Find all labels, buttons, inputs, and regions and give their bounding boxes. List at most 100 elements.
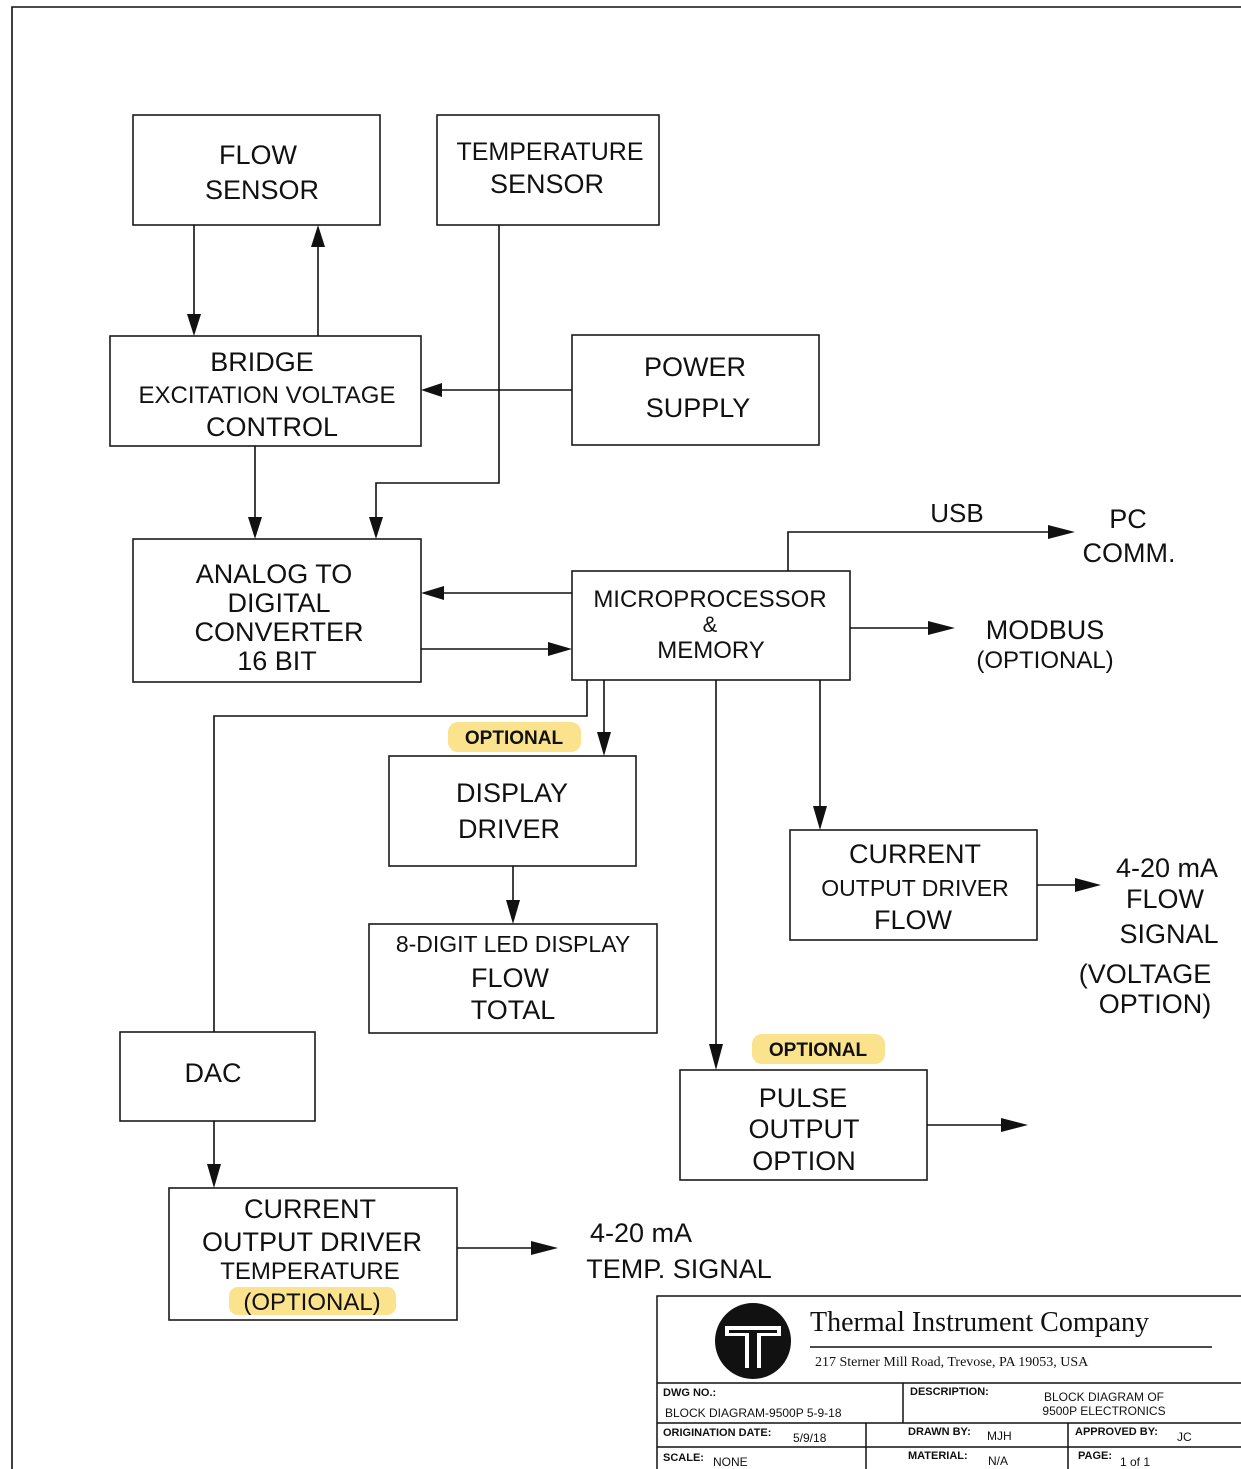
dwg-no-value: BLOCK DIAGRAM-9500P 5-9-18 [665,1406,842,1420]
microprocessor-line-3: MEMORY [657,637,765,664]
pulse-line-1: PULSE [759,1083,848,1113]
flow-signal-line-2: FLOW [1126,884,1205,914]
adc-line-1: ANALOG TO [196,559,353,589]
power-supply-line-1: POWER [644,352,746,382]
temperature-sensor-line-2: SENSOR [490,169,604,199]
optional-pulse-label: OPTIONAL [769,1040,868,1061]
current-temp-line-4: (OPTIONAL) [243,1289,380,1316]
drawn-by-label: DRAWN BY: [908,1426,971,1438]
current-flow-line-1: CURRENT [849,839,981,869]
arrowhead [813,806,827,830]
arrowhead [311,225,325,247]
origination-value: 5/9/18 [793,1431,827,1445]
bridge-block: BRIDGE EXCITATION VOLTAGE CONTROL [109,335,422,447]
scale-value: NONE [713,1455,748,1469]
arrowhead [1048,525,1075,539]
usb-wire [787,531,1050,571]
pulse-line-2: OUTPUT [749,1114,860,1144]
led-display-line-2: FLOW [471,963,550,993]
pc-comm-line-1: PC [1109,504,1147,534]
adc-line-3: CONVERTER [194,617,363,647]
led-display-line-1: 8-DIGIT LED DISPLAY [396,931,630,957]
current-temp-line-2: OUTPUT DRIVER [202,1227,422,1257]
arrowhead [1001,1118,1028,1132]
arrowhead [548,642,572,656]
material-label: MATERIAL: [908,1450,968,1462]
temperature-sensor-block: TEMPERATURE SENSOR [436,114,660,226]
arrowhead [1075,878,1101,892]
title-block: Thermal Instrument Company 217 Sterner M… [656,1295,1241,1469]
pulse-output-block: PULSE OUTPUT OPTION [679,1069,928,1181]
temp-signal-line-2: TEMP. SIGNAL [586,1254,772,1284]
display-driver-line-2: DRIVER [458,814,560,844]
current-flow-line-3: FLOW [874,905,953,935]
sheet-border [11,6,1241,1469]
temp-to-adc-wire [375,225,500,519]
optional-highlight-temp [229,1287,396,1315]
adc-line-2: DIGITAL [227,588,330,618]
arrowhead [369,517,383,539]
page-label: PAGE: [1078,1450,1112,1462]
flow-sensor-line-1: FLOW [219,140,298,170]
approved-by-label: APPROVED BY: [1075,1426,1158,1438]
flow-signal-line-5: OPTION) [1099,989,1212,1019]
arrowhead [928,621,955,635]
arrowhead [709,1044,723,1070]
arrowhead [597,732,611,756]
description-line-2: 9500P ELECTRONICS [1042,1404,1165,1418]
arrowhead [248,517,262,539]
adc-line-4: 16 BIT [237,646,317,676]
flow-sensor-line-2: SENSOR [205,175,319,205]
arrowhead [421,586,444,600]
approved-by-value: JC [1177,1430,1192,1444]
current-temp-line-3: TEMPERATURE [220,1258,400,1285]
arrowhead [187,314,201,336]
display-driver-block: DISPLAY DRIVER [388,755,637,867]
arrowhead [207,1164,221,1188]
pc-comm-line-2: COMM. [1083,538,1176,568]
power-supply-block: POWER SUPPLY [571,334,820,446]
micro-to-dac-wire [213,680,588,1032]
current-flow-block: CURRENT OUTPUT DRIVER FLOW [789,829,1038,941]
temp-signal-line-1: 4-20 mA [590,1218,692,1248]
flow-signal-line-1: 4-20 mA [1116,853,1218,883]
dac-block: DAC [119,1031,316,1122]
arrowhead [531,1241,558,1255]
optional-badge-display: OPTIONAL [448,722,581,752]
company-address: 217 Sterner Mill Road, Trevose, PA 19053… [815,1355,1089,1370]
modbus-line-2: (OPTIONAL) [976,647,1113,674]
origination-label: ORIGINATION DATE: [663,1427,771,1439]
temperature-sensor-line-1: TEMPERATURE [456,138,643,166]
arrowhead [506,900,520,924]
microprocessor-line-2: & [703,612,718,637]
pulse-line-3: OPTION [752,1146,856,1176]
power-supply-line-2: SUPPLY [646,393,751,423]
drawn-by-value: MJH [987,1429,1012,1443]
modbus-line-1: MODBUS [986,615,1105,645]
led-display-line-3: TOTAL [471,995,556,1025]
microprocessor-block: MICROPROCESSOR & MEMORY [571,570,851,681]
adc-block: ANALOG TO DIGITAL CONVERTER 16 BIT [132,538,422,683]
microprocessor-line-1: MICROPROCESSOR [593,586,826,613]
scale-label: SCALE: [663,1452,704,1464]
led-display-block: 8-DIGIT LED DISPLAY FLOW TOTAL [368,923,658,1034]
company-logo [715,1303,791,1379]
current-temp-block: CURRENT OUTPUT DRIVER TEMPERATURE (OPTIO… [168,1187,458,1321]
description-label: DESCRIPTION: [910,1386,989,1398]
arrowhead [421,383,442,397]
flow-sensor-block: FLOW SENSOR [132,114,381,226]
usb-label: USB [930,498,983,528]
optional-display-label: OPTIONAL [465,728,564,749]
display-driver-line-1: DISPLAY [456,778,568,808]
current-flow-line-2: OUTPUT DRIVER [821,875,1008,901]
bridge-line-3: CONTROL [206,412,338,442]
optional-badge-pulse: OPTIONAL [752,1034,885,1064]
flow-signal-line-4: (VOLTAGE [1079,959,1212,989]
material-value: N/A [988,1454,1008,1468]
company-name: Thermal Instrument Company [810,1307,1149,1338]
current-temp-line-1: CURRENT [244,1194,376,1224]
dwg-no-label: DWG NO.: [663,1387,716,1399]
flow-signal-line-3: SIGNAL [1119,919,1218,949]
bridge-line-1: BRIDGE [210,347,314,377]
